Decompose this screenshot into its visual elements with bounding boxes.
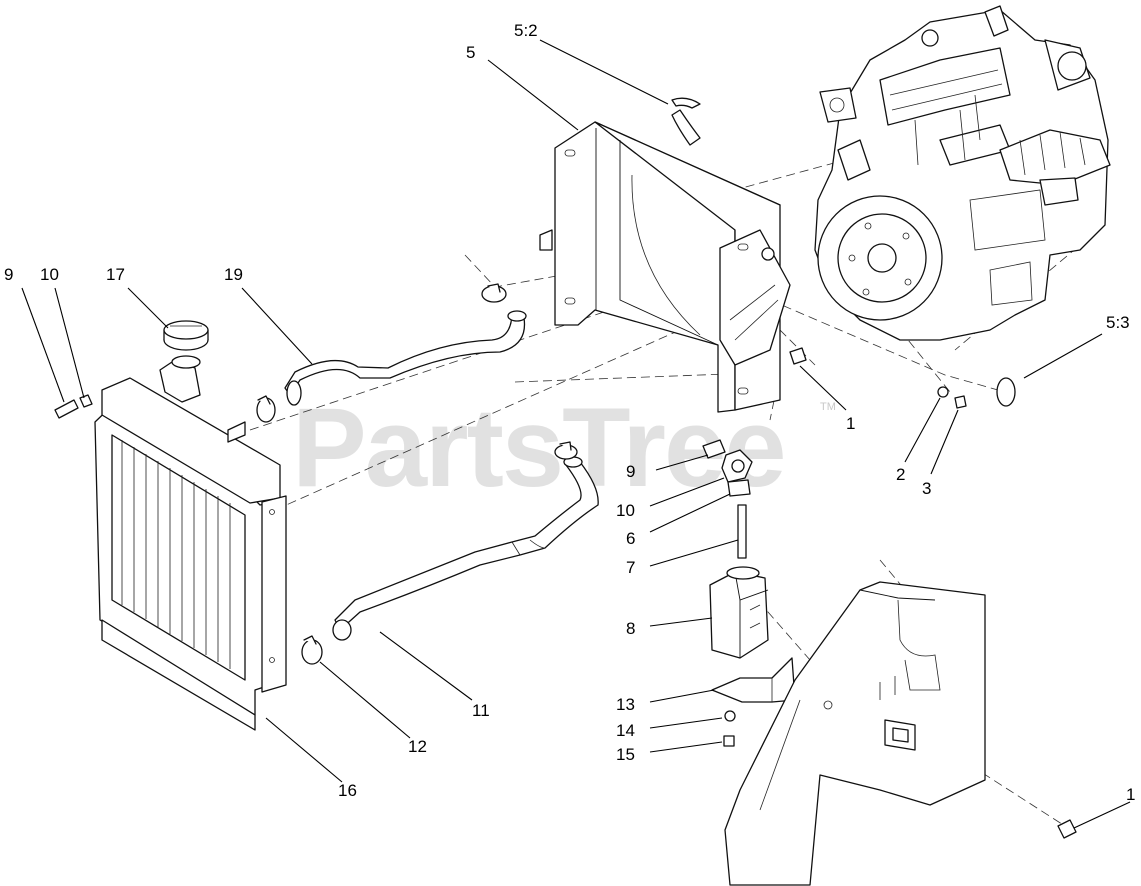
callout-1-lower: 1 xyxy=(1126,785,1135,804)
radiator xyxy=(94,355,287,731)
hardware xyxy=(789,347,1077,839)
callout-5: 5 xyxy=(466,43,475,62)
fan-shroud xyxy=(539,97,791,413)
frame-bracket xyxy=(724,581,986,886)
callout-5-2: 5:2 xyxy=(514,21,538,40)
callout-10-right: 10 xyxy=(616,501,635,520)
callout-19: 19 xyxy=(224,265,243,284)
callout-10-left: 10 xyxy=(40,265,59,284)
callout-2: 2 xyxy=(896,465,905,484)
callout-5-3: 5:3 xyxy=(1106,313,1130,332)
watermark-trademark: TM xyxy=(820,401,836,413)
callout-9-left: 9 xyxy=(4,265,13,284)
callout-7: 7 xyxy=(626,558,635,577)
callout-11: 11 xyxy=(472,701,490,720)
engine xyxy=(814,5,1111,341)
callout-9-right: 9 xyxy=(626,462,635,481)
leader-lines xyxy=(21,39,1131,829)
overflow-assembly xyxy=(702,439,796,747)
callout-17: 17 xyxy=(106,265,125,284)
callout-13: 13 xyxy=(616,695,635,714)
callout-labels: 9 10 17 19 5 5:2 5:3 1 2 3 9 10 6 7 8 13… xyxy=(4,21,1135,804)
callout-14: 14 xyxy=(616,721,635,740)
hose-clamps xyxy=(256,283,578,665)
callout-1-upper: 1 xyxy=(846,414,855,433)
upper-hose xyxy=(284,310,527,406)
callout-15: 15 xyxy=(616,745,635,764)
lower-hose xyxy=(332,456,599,641)
callout-6: 6 xyxy=(626,529,635,548)
callout-16: 16 xyxy=(338,781,357,800)
callout-8: 8 xyxy=(626,619,635,638)
callout-12: 12 xyxy=(408,737,427,756)
left-fittings xyxy=(54,394,93,419)
callout-3: 3 xyxy=(922,479,931,498)
radiator-cap xyxy=(163,320,209,351)
